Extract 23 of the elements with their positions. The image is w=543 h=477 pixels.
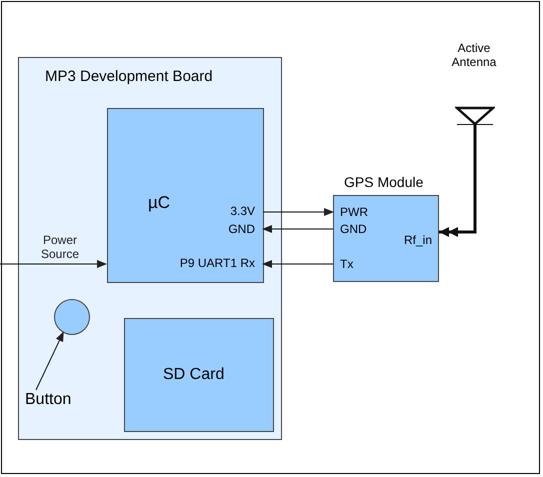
sd-card-label: SD Card [163, 366, 224, 384]
button-label: Button [25, 391, 72, 410]
edge-label: Power Source [40, 234, 80, 262]
pin-label: GND [228, 223, 255, 237]
arrow [0, 260, 107, 268]
microcontroller-box [107, 108, 264, 283]
pin-label: 3.3V [230, 205, 255, 219]
arrow [262, 260, 334, 268]
button-circle [54, 299, 90, 335]
board-panel [18, 57, 282, 440]
arrow [262, 225, 334, 233]
arrow [262, 208, 334, 216]
pin-label: PWR [340, 206, 368, 220]
pin-label: P9 UART1 Rx [180, 257, 255, 271]
leader-line [36, 331, 64, 390]
antenna-label: Active Antenna [450, 42, 498, 70]
pin-label: Tx [340, 258, 354, 272]
sd-card-box [124, 318, 274, 432]
chip-label: µC [148, 193, 170, 213]
board-title: MP3 Development Board [45, 68, 213, 86]
pin-label: GND [340, 223, 367, 237]
module-title: GPS Module [344, 174, 424, 190]
pin-label: Rf_in [404, 234, 432, 248]
